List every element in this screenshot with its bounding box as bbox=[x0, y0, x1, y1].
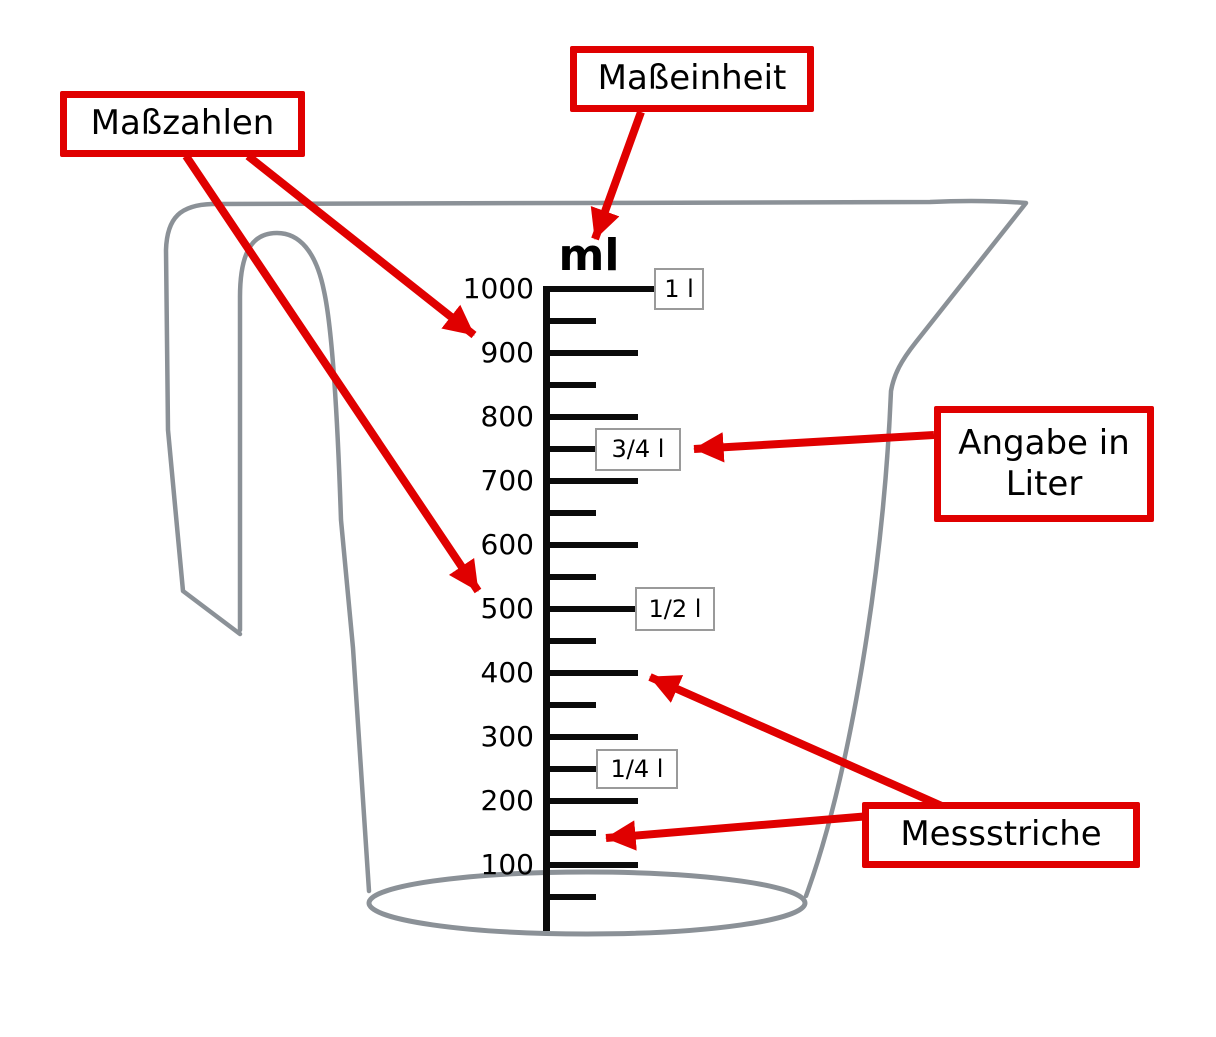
jug-outline-group bbox=[163, 198, 1029, 937]
arrow-angabe-to-3-4-l bbox=[693, 431, 935, 463]
arrow-masseinheit-to-ml bbox=[590, 110, 645, 241]
scale-number-700: 700 bbox=[480, 464, 534, 497]
jug-rim-spout-right-wall bbox=[163, 198, 1029, 899]
scale-number-300: 300 bbox=[480, 720, 534, 753]
callout-masszahlen-label: Maßzahlen bbox=[90, 103, 275, 144]
scale-number-500: 500 bbox=[480, 592, 534, 625]
callout-masszahlen: Maßzahlen bbox=[60, 91, 305, 157]
jug-handle-inner-left-wall bbox=[237, 230, 372, 894]
scale-number-1000: 1000 bbox=[462, 272, 534, 305]
scale-number-600: 600 bbox=[480, 528, 534, 561]
scale-number-400: 400 bbox=[480, 656, 534, 689]
callout-angabe-label: Angabe in Liter bbox=[958, 422, 1130, 504]
callout-masseinheit-label: Maßeinheit bbox=[597, 58, 787, 99]
callout-messstriche: Messstriche bbox=[862, 802, 1140, 868]
scale-number-200: 200 bbox=[480, 784, 534, 817]
jug-base-ellipse bbox=[366, 869, 808, 937]
liter-mark-250: 1/4 l bbox=[596, 749, 678, 789]
callout-masseinheit: Maßeinheit bbox=[570, 46, 814, 112]
arrow-masszahlen-to-900 bbox=[245, 152, 477, 339]
liter-mark-750: 3/4 l bbox=[595, 427, 681, 471]
callout-angabe-in-liter: Angabe in Liter bbox=[934, 406, 1154, 522]
liter-mark-1000: 1 l bbox=[654, 268, 704, 310]
arrow-masszahlen-to-500 bbox=[182, 153, 482, 594]
arrow-messstriche-to-400-tick bbox=[648, 673, 946, 811]
scale-number-100: 100 bbox=[480, 848, 534, 881]
scale-number-900: 900 bbox=[480, 336, 534, 369]
callout-messstriche-label: Messstriche bbox=[900, 814, 1102, 855]
unit-label-ml: ml bbox=[558, 230, 620, 281]
scale-number-800: 800 bbox=[480, 400, 534, 433]
callout-arrows bbox=[182, 110, 946, 851]
scale-ticks bbox=[543, 286, 655, 900]
liter-mark-500: 1/2 l bbox=[635, 587, 715, 631]
arrow-messstriche-to-150-tick bbox=[605, 812, 871, 851]
